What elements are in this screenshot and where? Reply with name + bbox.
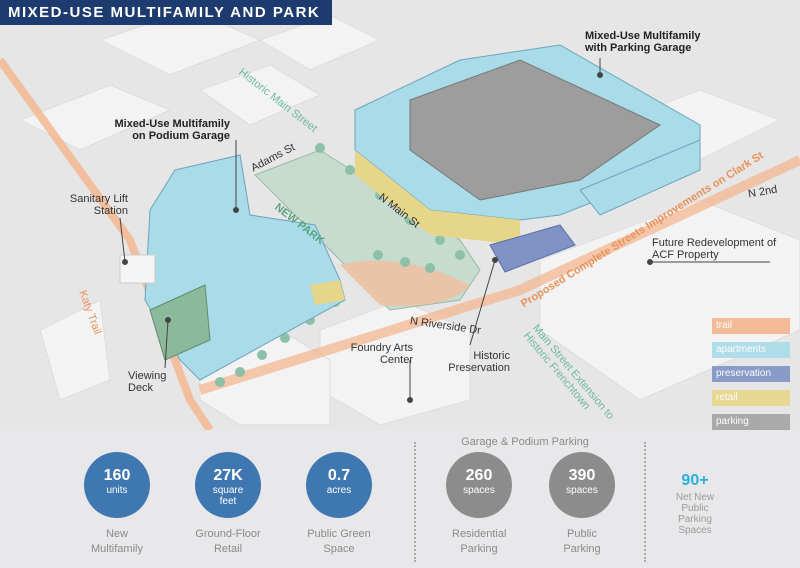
stat-unit: acres xyxy=(326,485,352,496)
label-garage-building: Mixed-Use Multifamily with Parking Garag… xyxy=(585,30,701,54)
legend: trail apartments preservation retail par… xyxy=(712,318,790,438)
clark-street-trail xyxy=(198,155,800,395)
stat-unit: units xyxy=(106,485,128,496)
stat-net-new-caption: Net New Public Parking Spaces xyxy=(675,492,715,536)
stat-unit: spaces xyxy=(566,485,598,496)
stat-unit: spaces xyxy=(463,485,495,496)
page-title: MIXED-USE MULTIFAMILY AND PARK xyxy=(0,0,332,25)
legend-parking: parking xyxy=(712,414,790,430)
stat-caption: Ground-Floor Retail xyxy=(195,528,261,555)
label-foundry-arts-center: Foundry Arts Center xyxy=(350,342,413,366)
label-future-redevelopment: Future Redevelopment of ACF Property xyxy=(652,237,777,261)
stat-value: 260 xyxy=(465,467,493,484)
stat-caption: Public Parking xyxy=(563,528,601,555)
stat-value: 0.7 xyxy=(327,467,351,484)
parking-header: Garage & Podium Parking xyxy=(461,436,589,448)
stat-caption: New Multifamily xyxy=(91,528,143,555)
stat-unit: square feet xyxy=(212,485,244,507)
label-sanitary-lift-station: Sanitary Lift Station xyxy=(69,193,128,217)
label-viewing-deck: Viewing Deck xyxy=(128,370,167,394)
stat-caption: Residential Parking xyxy=(452,528,507,555)
label-historic-preservation: Historic Preservation xyxy=(448,350,510,374)
divider xyxy=(414,442,416,562)
stat-value: 390 xyxy=(568,467,596,484)
legend-preservation: preservation xyxy=(712,366,790,382)
legend-retail: retail xyxy=(712,390,790,406)
stat-value: 27K xyxy=(213,467,243,484)
label-podium-building: Mixed-Use Multifamily on Podium Garage xyxy=(114,118,230,142)
stat-net-new-value: 90+ xyxy=(681,472,709,489)
legend-trail: trail xyxy=(712,318,790,334)
divider xyxy=(644,442,646,562)
stat-caption: Public Green Space xyxy=(307,528,371,555)
legend-apartments: apartments xyxy=(712,342,790,358)
stat-value: 160 xyxy=(103,467,131,484)
